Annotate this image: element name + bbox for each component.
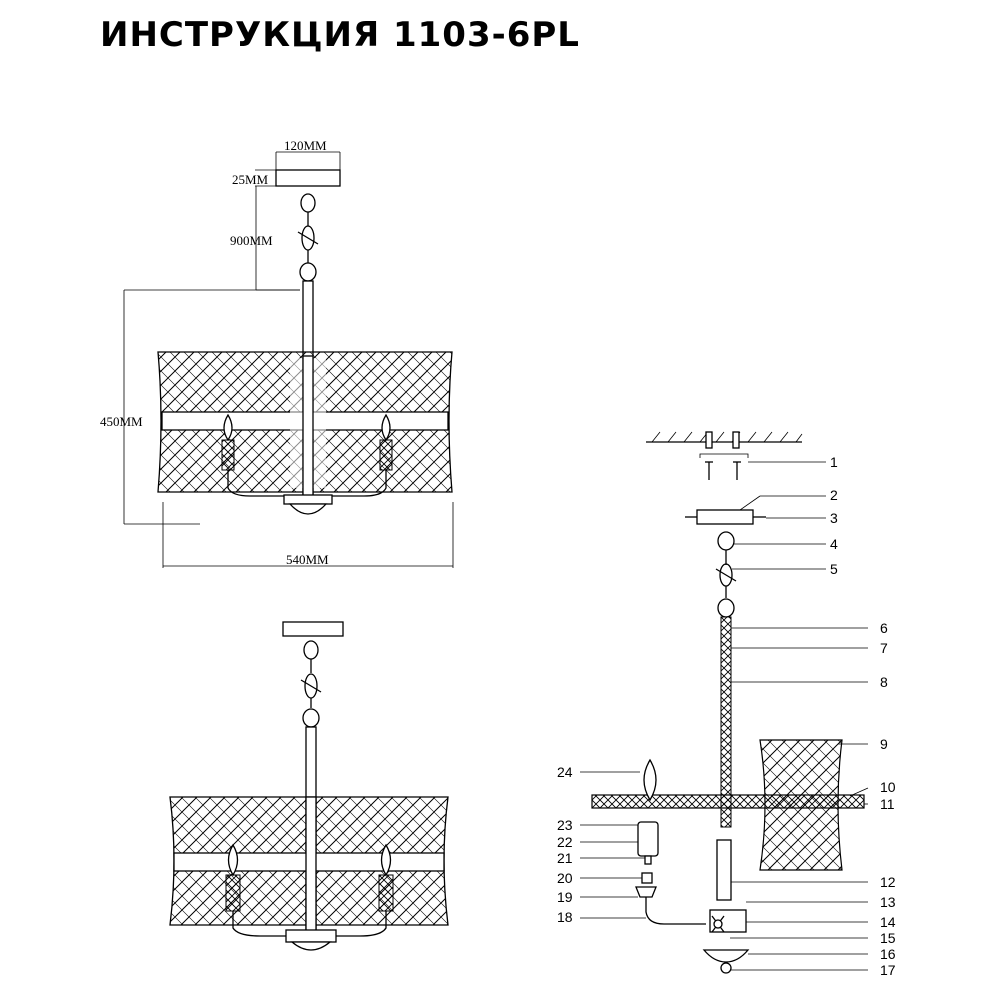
- callout-24: 24: [557, 764, 573, 780]
- candle-right: [316, 843, 394, 937]
- canopy: [696, 509, 754, 525]
- candle-left: [221, 413, 303, 497]
- body-width-label: 540MM: [286, 552, 329, 567]
- callout-8: 8: [880, 674, 888, 690]
- exploded-assembly-view: 1 2 3 4 5 6 7 8 9 10 11 12 13 14 15 16 1…: [557, 431, 896, 978]
- canopy: [275, 169, 341, 187]
- bottom-finial: [288, 503, 328, 515]
- callout-4: 4: [830, 536, 838, 552]
- shade-segment: [759, 739, 843, 871]
- callout-17: 17: [880, 962, 896, 978]
- canopy-width-label: 120MM: [284, 138, 327, 153]
- callout-21: 21: [557, 850, 573, 866]
- lower-tube: [716, 839, 732, 901]
- chain-link: [300, 193, 316, 213]
- callout-18: 18: [557, 909, 573, 925]
- candle-right: [313, 413, 393, 497]
- chain-link: [299, 262, 317, 282]
- callout-10: 10: [880, 779, 896, 795]
- chain-length-label: 900MM: [230, 233, 273, 248]
- callout-19: 19: [557, 889, 573, 905]
- front-view: [169, 621, 449, 951]
- callout-12: 12: [880, 874, 896, 890]
- arm: [645, 897, 706, 925]
- candle-bulb: [643, 758, 657, 802]
- finial-cap: [702, 949, 750, 963]
- canopy: [282, 621, 344, 637]
- threaded-rod: [720, 616, 732, 828]
- callout-2: 2: [830, 487, 838, 503]
- chain-link: [717, 598, 735, 618]
- socket: [637, 821, 659, 857]
- chain-link: [717, 531, 735, 551]
- body-height-label: 450MM: [100, 414, 143, 429]
- callout-11: 11: [880, 796, 895, 812]
- canopy-height-label: 25MM: [232, 172, 269, 187]
- callout-3: 3: [830, 510, 838, 526]
- dimensioned-front-view: 120MM 25MM 900MM 450MM: [100, 138, 454, 568]
- bottom-finial: [290, 941, 332, 951]
- callout-7: 7: [880, 640, 888, 656]
- chain-link: [302, 708, 320, 728]
- callout-13: 13: [880, 894, 896, 910]
- callout-20: 20: [557, 870, 573, 886]
- callout-16: 16: [880, 946, 896, 962]
- callout-22: 22: [557, 834, 573, 850]
- candle-left: [225, 843, 306, 937]
- callout-9: 9: [880, 736, 888, 752]
- callout-14: 14: [880, 914, 896, 930]
- chain-link: [303, 640, 319, 660]
- finial-nut: [720, 962, 732, 974]
- document-title: ИНСТРУКЦИЯ 1103-6PL: [100, 15, 580, 55]
- callout-5: 5: [830, 561, 838, 577]
- callout-23: 23: [557, 817, 573, 833]
- callout-15: 15: [880, 930, 896, 946]
- callout-1: 1: [830, 454, 838, 470]
- callout-6: 6: [880, 620, 888, 636]
